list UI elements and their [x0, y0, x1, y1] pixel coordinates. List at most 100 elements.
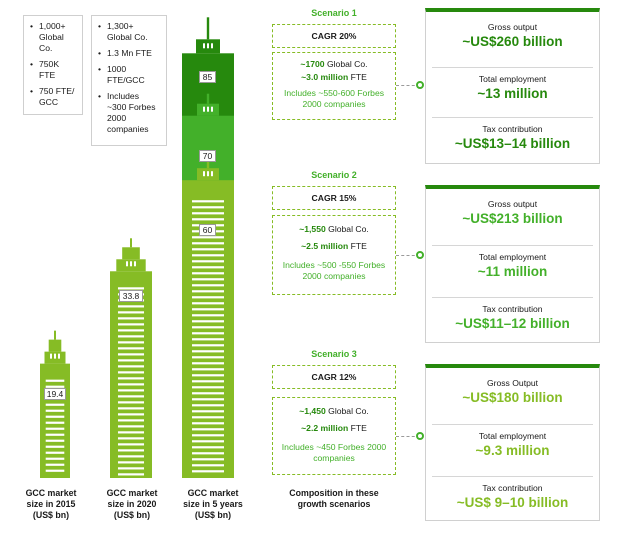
cagr-text: CAGR 15% — [311, 193, 357, 203]
tower-2020-window — [117, 323, 145, 326]
companies-text: Global Co. — [325, 224, 369, 234]
x-label-line: GCC market — [106, 488, 158, 498]
connector-dot-1 — [416, 81, 424, 89]
cagr-text: CAGR 20% — [311, 31, 357, 41]
fte-text: FTE — [348, 241, 367, 251]
tower-2015-tier-window — [50, 353, 52, 359]
x-label-line: (US$ bn) — [194, 510, 232, 520]
value-label-2015: 19.4 — [44, 388, 66, 400]
tower-2015-window — [45, 427, 65, 430]
tower-2020-window — [117, 473, 145, 476]
fte-line: ~2.2 million FTE — [273, 423, 395, 434]
tower-5yr-window — [192, 470, 224, 473]
tower-2020-window — [117, 383, 145, 386]
tower-5yr-window — [192, 212, 224, 215]
tower-2015-window — [45, 409, 65, 412]
tower-2020-window — [117, 359, 145, 362]
tower-5yr-window — [192, 284, 224, 287]
result-label: Gross Output — [486, 378, 539, 388]
scenario-2-composition: ~1,550 Global Co. ~2.5 million FTE Inclu… — [272, 215, 396, 295]
tower-2020-window — [117, 317, 145, 320]
tower-5yr-dark-spire — [206, 17, 210, 40]
tower-2015-tier-window — [58, 353, 60, 359]
note-2020-list: 1,300+ Global Co. 1.3 Mn FTE 1000 FTE/GC… — [98, 21, 160, 135]
tower-5yr-window — [192, 380, 224, 383]
tower-2020-window — [117, 461, 145, 464]
composition-label-line: Composition in these — [289, 488, 379, 498]
tower-5yr-window — [192, 434, 224, 437]
tower-2015-window — [45, 457, 65, 460]
result-value: ~US$11–12 billion — [455, 316, 570, 331]
tower-2015-window — [45, 403, 65, 406]
scenario-1-composition: ~1700 Global Co. ~3.0 million FTE Includ… — [272, 52, 396, 120]
tower-2020-window — [117, 287, 145, 290]
result-label: Gross output — [487, 199, 538, 209]
tower-2020-window — [117, 395, 145, 398]
scenario-3-cagr: CAGR 12% — [272, 365, 396, 389]
x-label-line: (US$ bn) — [32, 510, 70, 520]
note-item: 1.3 Mn FTE — [98, 48, 160, 59]
result-gross-output: Gross Output ~US$180 billion — [432, 372, 593, 420]
result-value: ~9.3 million — [475, 443, 550, 458]
tower-5yr-window — [192, 320, 224, 323]
tower-5yr-tier-window — [203, 43, 205, 49]
companies-num: ~1700 — [300, 59, 325, 69]
tower-2020-window — [117, 329, 145, 332]
fte-line: ~2.5 million FTE — [273, 241, 395, 252]
connector-scenario-2 — [396, 255, 420, 256]
tower-5yr-window — [192, 200, 224, 203]
tower-5yr-window — [192, 374, 224, 377]
result-value: ~US$13–14 billion — [454, 136, 571, 151]
tower-5yr-window — [192, 398, 224, 401]
tower-5yr-window — [192, 338, 224, 341]
tower-2020-window — [117, 431, 145, 434]
fte-text: FTE — [348, 72, 367, 82]
tower-2020-tier-window — [126, 261, 128, 267]
forbes-line: Includes ~500 -550 Forbes 2000 companies — [282, 260, 386, 281]
tower-2020-window — [117, 455, 145, 458]
result-value: ~US$213 billion — [462, 211, 563, 226]
scenario-2-cagr: CAGR 15% — [272, 186, 396, 210]
tower-5yr-tier-window — [203, 171, 205, 177]
composition-label: Composition in these growth scenarios — [270, 488, 398, 510]
tower-2015-window — [45, 469, 65, 472]
tower-5yr-window — [192, 344, 224, 347]
connector-scenario-1 — [396, 85, 420, 86]
x-label-line: size in 5 years — [183, 499, 243, 509]
tower-2020-window — [117, 347, 145, 350]
tower-5yr-tier-window — [211, 43, 213, 49]
fte-num: ~2.2 million — [301, 423, 349, 433]
x-label-line: size in 2020 — [107, 499, 157, 509]
stack-label-60: 60 — [199, 224, 216, 236]
forbes-line: Includes ~450 Forbes 2000 companies — [281, 442, 387, 463]
tower-2020-window — [117, 407, 145, 410]
tower-5yr-window — [192, 368, 224, 371]
tower-5yr-window — [192, 404, 224, 407]
tower-5yr-window — [192, 410, 224, 413]
result-label: Gross output — [487, 22, 538, 32]
companies-line: ~1,450 Global Co. — [273, 406, 395, 417]
tower-5yr-tier-window — [207, 106, 209, 112]
tower-5yr-tier-window — [211, 171, 213, 177]
result-value: ~13 million — [477, 86, 548, 101]
tower-5yr-window — [192, 218, 224, 221]
result-label: Tax contribution — [482, 483, 543, 493]
tower-2015-spire — [54, 330, 56, 340]
tower-2020-window — [117, 365, 145, 368]
tower-2015-tier-0 — [48, 339, 62, 352]
value-label-2020: 33.8 — [119, 290, 143, 302]
tower-2020-window — [117, 413, 145, 416]
result-label: Tax contribution — [482, 304, 543, 314]
connector-dot-2 — [416, 251, 424, 259]
tower-5yr-window — [192, 464, 224, 467]
tower-2015-window — [45, 445, 65, 448]
x-label-2015: GCC market size in 2015 (US$ bn) — [18, 488, 84, 521]
result-tax: Tax contribution ~US$11–12 billion — [432, 297, 593, 343]
companies-text: Global Co. — [325, 406, 369, 416]
scenario-2-results: Gross output ~US$213 billion Total emplo… — [425, 185, 600, 343]
result-tax: Tax contribution ~US$13–14 billion — [432, 117, 593, 164]
tower-5yr-window — [192, 332, 224, 335]
scenario-1-title: Scenario 1 — [311, 8, 357, 18]
composition-label-line: growth scenarios — [297, 499, 371, 509]
tower-2020-spire — [130, 238, 132, 248]
